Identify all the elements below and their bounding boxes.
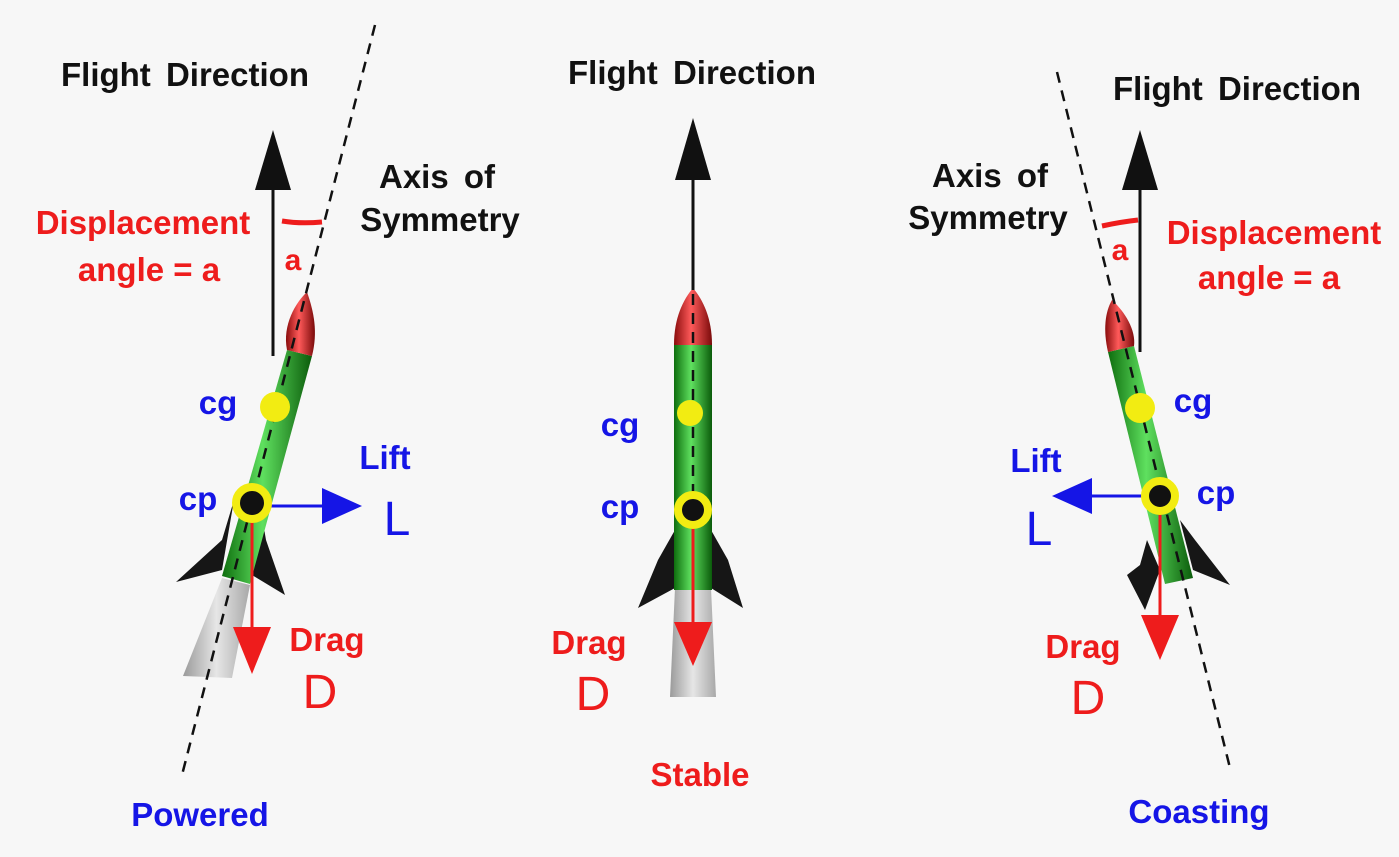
drag-label: Drag xyxy=(551,624,626,661)
angle-symbol-label: a xyxy=(285,244,302,277)
exhaust-plume xyxy=(183,578,250,678)
cg-marker xyxy=(1125,393,1155,423)
arrowhead-icon xyxy=(255,130,291,190)
axis-label-line2: Symmetry xyxy=(360,201,520,238)
powered-caption: Powered xyxy=(131,796,269,833)
cp-label: cp xyxy=(601,488,640,525)
coasting-panel: Flight Direction Axis of Symmetry Displa… xyxy=(908,70,1381,830)
left-fin xyxy=(176,500,234,582)
coasting-caption: Coasting xyxy=(1128,793,1269,830)
drag-label: Drag xyxy=(289,621,364,658)
arrowhead-icon xyxy=(233,627,271,674)
angle-arc xyxy=(1101,217,1139,229)
cg-label: cg xyxy=(199,384,238,421)
cp-marker xyxy=(1141,477,1179,515)
cg-marker xyxy=(677,400,703,426)
cg-label: cg xyxy=(601,406,640,443)
lift-symbol-label: L xyxy=(1026,503,1053,556)
rocket-nose xyxy=(285,292,315,356)
cg-label: cg xyxy=(1174,382,1213,419)
drag-label: Drag xyxy=(1045,628,1120,665)
axis-label-line2: Symmetry xyxy=(908,199,1068,236)
left-fin xyxy=(638,530,675,608)
stable-panel: Flight Direction cg cp Drag D Stable xyxy=(551,54,816,793)
stable-caption: Stable xyxy=(650,756,749,793)
cp-label: cp xyxy=(1197,474,1236,511)
drag-symbol-label: D xyxy=(576,668,611,721)
arrowhead-icon xyxy=(674,622,712,666)
right-fin xyxy=(711,530,743,608)
drag-symbol-label: D xyxy=(1071,672,1106,725)
lift-symbol-label: L xyxy=(384,493,411,546)
displacement-label-line1: Displacement xyxy=(1167,214,1382,251)
cp-marker xyxy=(674,491,712,529)
arrowhead-icon xyxy=(1141,615,1179,660)
flight-direction-label: Flight Direction xyxy=(61,56,309,93)
lift-label: Lift xyxy=(1010,442,1061,479)
axis-of-symmetry-line xyxy=(1055,71,1232,769)
rocket-nose xyxy=(1105,300,1135,352)
axis-label-line1: Axis of xyxy=(379,158,496,195)
arrowhead-icon xyxy=(322,488,362,524)
angle-arc xyxy=(281,218,323,226)
right-fin xyxy=(1180,520,1230,585)
cp-label: cp xyxy=(179,480,218,517)
axis-label-line1: Axis of xyxy=(932,157,1049,194)
flight-direction-label: Flight Direction xyxy=(568,54,816,91)
flight-direction-label: Flight Direction xyxy=(1113,70,1361,107)
drag-symbol-label: D xyxy=(303,666,338,719)
displacement-label-line2: angle = a xyxy=(1198,259,1341,296)
angle-symbol-label: a xyxy=(1112,234,1129,267)
left-fin xyxy=(1127,540,1160,610)
powered-panel: Flight Direction Axis of Symmetry Displa… xyxy=(36,24,520,833)
arrowhead-icon xyxy=(675,118,711,180)
lift-label: Lift xyxy=(359,439,410,476)
displacement-label-line2: angle = a xyxy=(78,251,221,288)
arrowhead-icon xyxy=(1052,478,1092,514)
cg-marker xyxy=(260,392,290,422)
arrowhead-icon xyxy=(1122,130,1158,190)
displacement-label-line1: Displacement xyxy=(36,204,251,241)
cp-marker xyxy=(232,483,272,523)
